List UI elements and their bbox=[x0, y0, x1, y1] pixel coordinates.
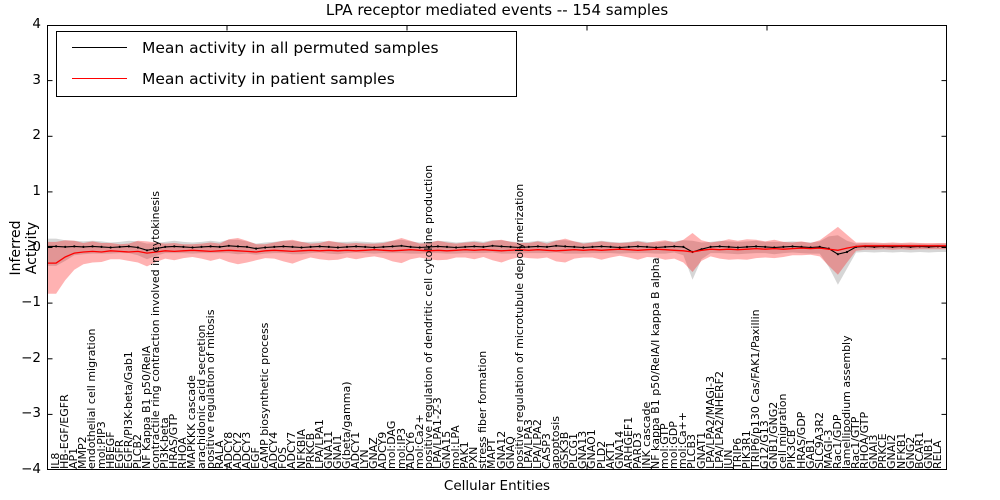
legend-line-patient-icon bbox=[72, 78, 127, 79]
y-tick-label: −3 bbox=[21, 405, 41, 422]
y-tick-label: 2 bbox=[32, 127, 41, 144]
series-line bbox=[47, 245, 947, 264]
y-tick-label: −1 bbox=[21, 294, 41, 311]
y-tick-label: −4 bbox=[21, 461, 41, 477]
band bbox=[47, 226, 947, 294]
y-tick-label: 3 bbox=[32, 71, 41, 88]
series-line bbox=[47, 245, 947, 255]
legend-line-permuted-icon bbox=[72, 47, 127, 48]
legend-item: Mean activity in all permuted samples bbox=[57, 32, 516, 63]
legend-label-patient: Mean activity in patient samples bbox=[142, 69, 395, 88]
y-tick-label: −2 bbox=[21, 349, 41, 366]
band bbox=[47, 235, 947, 285]
legend-label-permuted: Mean activity in all permuted samples bbox=[142, 38, 439, 57]
y-tick-label: 1 bbox=[32, 182, 41, 199]
y-tick-label: 4 bbox=[32, 16, 41, 32]
chart-title: LPA receptor mediated events -- 154 samp… bbox=[325, 1, 669, 19]
x-category-label: RELA bbox=[930, 440, 944, 470]
y-tick-label: 0 bbox=[32, 238, 41, 255]
legend-item: Mean activity in patient samples bbox=[57, 63, 516, 94]
x-axis-label: Cellular Entities bbox=[443, 478, 551, 494]
legend: Mean activity in all permuted samples Me… bbox=[56, 31, 517, 97]
